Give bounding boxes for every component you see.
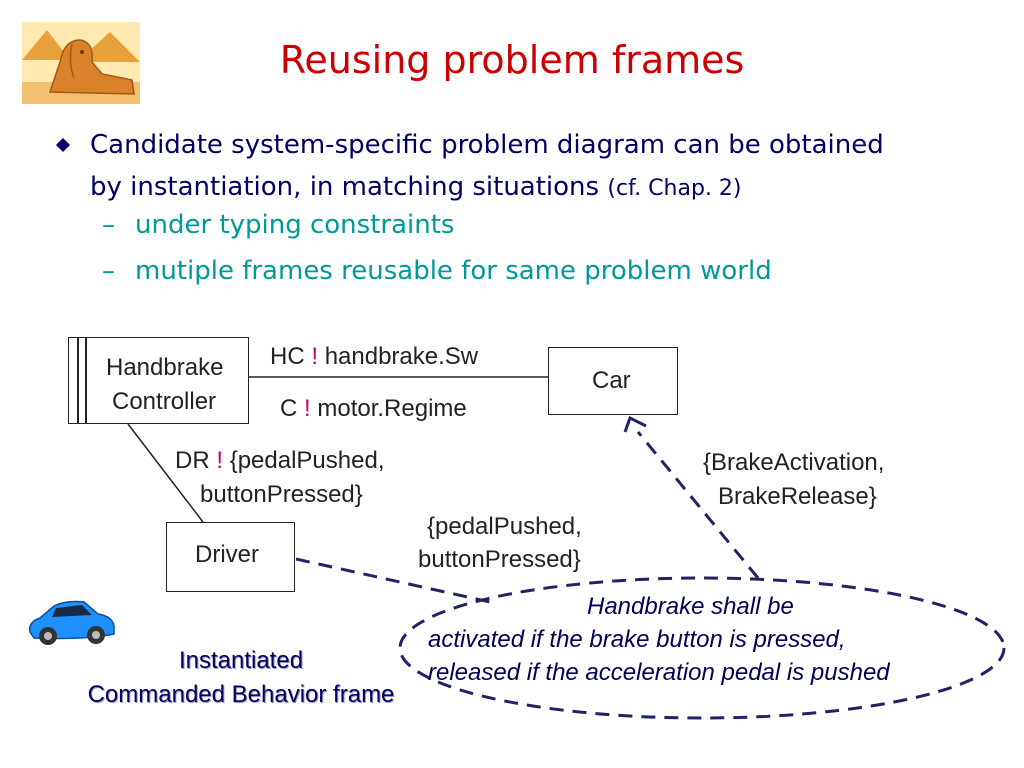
diamond-bullet-icon <box>56 138 70 157</box>
control-marker: ! <box>304 395 311 422</box>
c-prefix: C <box>280 395 298 422</box>
slide-title: Reusing problem frames <box>279 38 745 82</box>
dash-marker: – <box>102 256 115 286</box>
arrow-head-icon <box>623 415 647 433</box>
requirement-constraint-car <box>636 431 760 579</box>
reference-label-line1: {pedalPushed, <box>427 513 582 540</box>
interface-label-hc: HC ! handbrake.Sw <box>270 343 478 371</box>
sub-bullet: – <box>102 210 115 240</box>
controller-label-line2: Controller <box>112 388 217 415</box>
car-icon <box>26 596 118 648</box>
requirement-line3: released if the acceleration pedal is pu… <box>428 659 890 686</box>
chapter-reference: (cf. Chap. 2) <box>607 176 742 201</box>
interface-label-c: C ! motor.Regime <box>280 395 467 423</box>
dash-marker: – <box>102 210 115 240</box>
frame-caption-line2: Commanded Behavior frame <box>87 681 395 708</box>
requirement-reference-driver <box>295 557 491 604</box>
frame-caption-line1: Instantiated <box>178 647 304 674</box>
sub-bullet-frames: mutiple frames reusable for same problem… <box>135 256 772 286</box>
requirement-ellipse <box>398 576 1006 720</box>
driver-label: Driver <box>195 541 259 568</box>
reference-label-line2: buttonPressed} <box>418 546 581 573</box>
constraint-label-line2: BrakeRelease} <box>718 483 877 510</box>
interface-label-dr: DR ! {pedalPushed, <box>175 447 385 475</box>
dr-phenomena: {pedalPushed, <box>229 447 385 474</box>
handbrake-controller-box <box>68 337 249 424</box>
sub-bullet-typing: under typing constraints <box>135 210 455 240</box>
dr-prefix: DR <box>175 447 210 474</box>
c-phenomena: motor.Regime <box>317 395 467 422</box>
sub-bullet: – <box>102 256 115 286</box>
driver-box <box>166 522 295 592</box>
controller-label-line1: Handbrake <box>106 354 224 381</box>
interface-line-driver <box>127 423 204 523</box>
control-marker: ! <box>216 447 224 474</box>
hc-phenomena: handbrake.Sw <box>324 343 479 370</box>
machine-stripe <box>85 338 87 423</box>
car-label: Car <box>592 367 631 394</box>
car-box <box>548 347 678 415</box>
constraint-label-line1: {BrakeActivation, <box>703 449 885 476</box>
control-marker: ! <box>311 343 319 370</box>
machine-stripe <box>77 338 79 423</box>
sphinx-icon <box>22 22 140 104</box>
main-bullet-line2: by instantiation, in matching situations <box>90 172 600 202</box>
hc-prefix: HC <box>270 343 305 370</box>
interface-label-dr-line2: buttonPressed} <box>200 481 363 508</box>
main-bullet-line1: Candidate system-specific problem diagra… <box>90 130 884 160</box>
requirement-line2: activated if the brake button is pressed… <box>428 626 846 653</box>
requirement-line1: Handbrake shall be <box>587 593 794 620</box>
main-bullet-text: Candidate system-specific problem diagra… <box>90 124 1000 210</box>
